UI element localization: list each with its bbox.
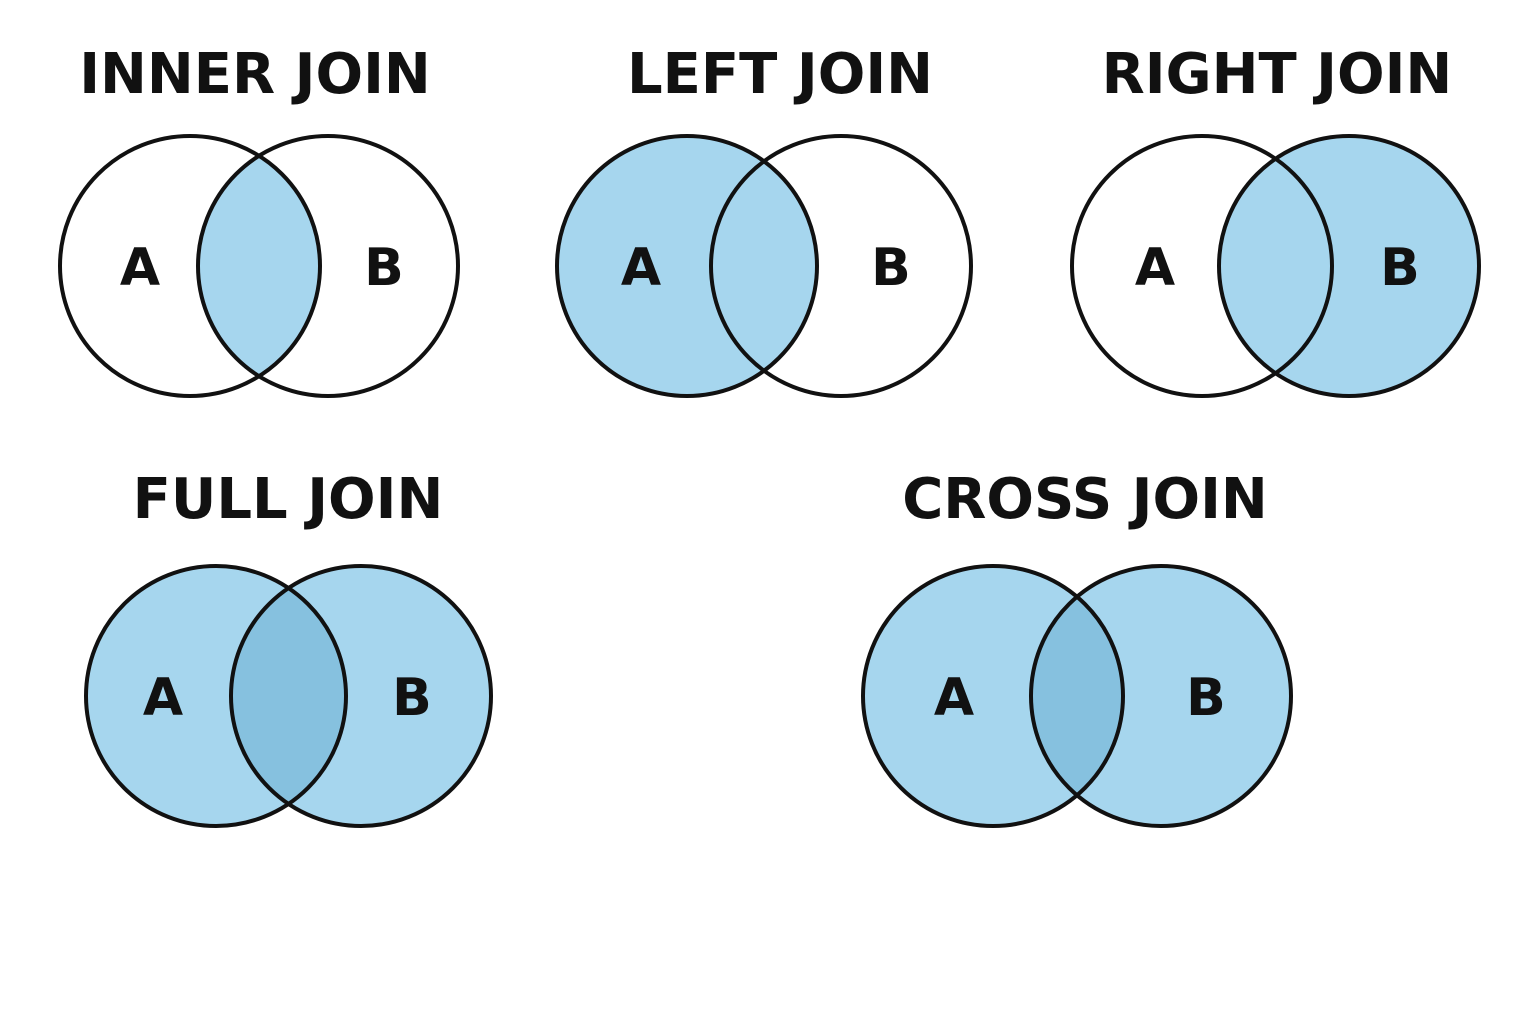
left-join-venn [555,134,973,398]
right-join-venn [1070,134,1481,398]
left-join-label-b: B [871,238,911,298]
cross-join-region-overlap [1031,566,1123,826]
inner-join-venn [58,134,460,398]
right-join-title: RIGHT JOIN [1102,42,1453,107]
inner-join-circle-b [196,134,460,398]
cross-join-diagram: CROSS JOIN A B [861,467,1293,828]
inner-join-circle-a [58,134,322,398]
right-join-diagram: RIGHT JOIN A B [1070,42,1481,398]
full-join-title: FULL JOIN [133,467,444,532]
inner-join-region-overlap [198,136,320,396]
left-join-title: LEFT JOIN [627,42,933,107]
cross-join-circle-a [861,564,1125,828]
left-join-region-overlap [711,136,817,396]
cross-join-label-a: A [934,668,974,728]
inner-join-label-b: B [364,238,404,298]
inner-join-label-a: A [120,238,160,298]
full-join-diagram: FULL JOIN A B [84,467,493,828]
cross-join-label-b: B [1186,668,1226,728]
left-join-circle-a [555,134,819,398]
left-join-circle-b [709,134,973,398]
right-join-circle-a [1070,134,1334,398]
cross-join-venn [861,564,1293,828]
right-join-region-overlap [1219,136,1332,396]
full-join-region-overlap [231,566,346,826]
right-join-circle-b [1217,134,1481,398]
right-join-label-a: A [1135,238,1175,298]
left-join-label-a: A [621,238,661,298]
cross-join-title: CROSS JOIN [902,467,1268,532]
full-join-circle-b [229,564,493,828]
cross-join-circle-b [1029,564,1293,828]
inner-join-title: INNER JOIN [79,42,431,107]
full-join-venn [84,564,493,828]
inner-join-diagram: INNER JOIN A B [58,42,460,398]
full-join-circle-a [84,564,348,828]
full-join-label-a: A [143,668,183,728]
full-join-label-b: B [392,668,432,728]
left-join-diagram: LEFT JOIN A B [555,42,973,398]
right-join-label-b: B [1380,238,1420,298]
